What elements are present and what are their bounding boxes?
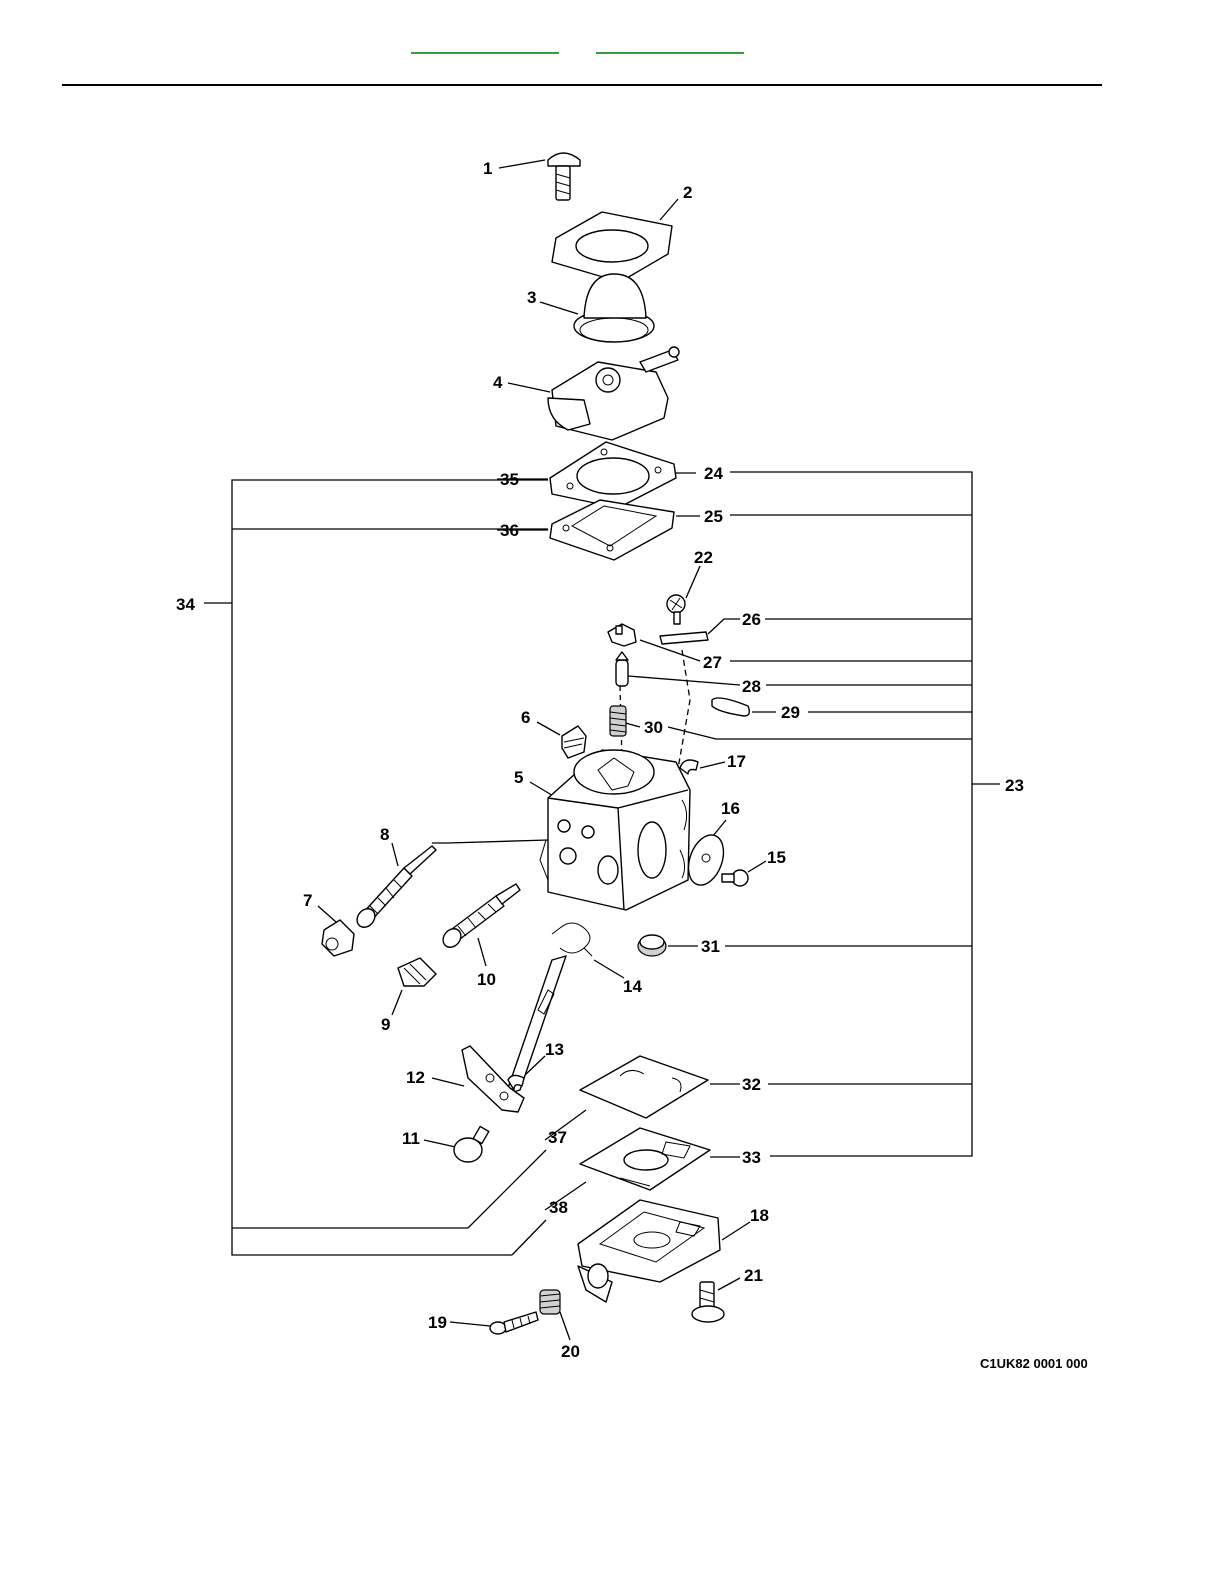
- callout-25: 25: [704, 507, 723, 526]
- part-7-limiter-cap: [322, 920, 354, 956]
- callout-21: 21: [744, 1266, 763, 1285]
- part-17-clip: [680, 760, 698, 774]
- callout-2: 2: [683, 183, 692, 202]
- callout-13: 13: [545, 1040, 564, 1059]
- part-18-metering-cover: [578, 1200, 720, 1302]
- callout-29: 29: [781, 703, 800, 722]
- callout-23: 23: [1005, 776, 1024, 795]
- callout-35: 35: [500, 470, 519, 489]
- part-10-main-screw: [439, 884, 520, 951]
- part-9-limiter-cap: [398, 958, 436, 986]
- part-1-screw: [548, 153, 580, 200]
- part-22-screw: [667, 595, 685, 624]
- callout-10: 10: [477, 970, 496, 989]
- part-15-screw: [722, 870, 748, 886]
- part-27-lever: [608, 624, 636, 646]
- leader-lines: [318, 160, 776, 1340]
- callout-33: 33: [742, 1148, 761, 1167]
- callout-14: 14: [623, 977, 642, 996]
- part-11-adjuster-knob: [454, 1126, 489, 1162]
- part-31-filter-cap: [638, 935, 666, 956]
- callout-19: 19: [428, 1313, 447, 1332]
- callout-20: 20: [561, 1342, 580, 1361]
- callout-15: 15: [767, 848, 786, 867]
- part-28-needle: [616, 652, 628, 686]
- callout-30: 30: [644, 718, 663, 737]
- callout-9: 9: [381, 1015, 390, 1034]
- callout-7: 7: [303, 891, 312, 910]
- part-30-spring: [610, 706, 626, 736]
- callout-24: 24: [704, 464, 723, 483]
- callout-36: 36: [500, 521, 519, 540]
- part-8-idle-screw: [353, 846, 436, 931]
- callout-18: 18: [750, 1206, 769, 1225]
- callout-1: 1: [483, 159, 492, 178]
- callout-8: 8: [380, 825, 389, 844]
- part-3-primer-bulb: [574, 274, 654, 342]
- part-4-pump-cover: [548, 347, 679, 440]
- callout-31: 31: [701, 937, 720, 956]
- callout-32: 32: [742, 1075, 761, 1094]
- callout-6: 6: [521, 708, 530, 727]
- part-19-screw: [490, 1312, 538, 1334]
- callout-34: 34: [176, 595, 195, 614]
- part-35-24-diaphragm: [550, 442, 676, 508]
- part-21-screw: [692, 1282, 724, 1322]
- callout-22: 22: [694, 548, 713, 567]
- callout-4: 4: [493, 373, 503, 392]
- callout-27: 27: [703, 653, 722, 672]
- callout-38: 38: [549, 1198, 568, 1217]
- diagram-reference-code: C1UK82 0001 000: [980, 1356, 1088, 1371]
- part-33-gasket: [580, 1128, 710, 1190]
- callout-17: 17: [727, 752, 746, 771]
- bracket-34: [204, 480, 548, 1255]
- part-6-plug: [562, 726, 586, 758]
- bracket-23: [668, 472, 1000, 1156]
- part-32-gasket: [580, 1056, 708, 1118]
- part-20-spring: [540, 1290, 560, 1314]
- part-14-return-spring: [552, 923, 592, 956]
- part-5-carburetor-body: [540, 750, 690, 910]
- callout-5: 5: [514, 768, 523, 787]
- part-2-gasket: [552, 212, 672, 282]
- callout-12: 12: [406, 1068, 425, 1087]
- callout-11: 11: [402, 1129, 420, 1148]
- part-36-25-gasket: [550, 500, 674, 560]
- callout-26: 26: [742, 610, 761, 629]
- callout-16: 16: [721, 799, 740, 818]
- callout-28: 28: [742, 677, 761, 696]
- part-29-shaft-pin: [712, 698, 749, 716]
- callout-3: 3: [527, 288, 536, 307]
- callout-37: 37: [548, 1128, 567, 1147]
- part-26-pin: [660, 632, 708, 644]
